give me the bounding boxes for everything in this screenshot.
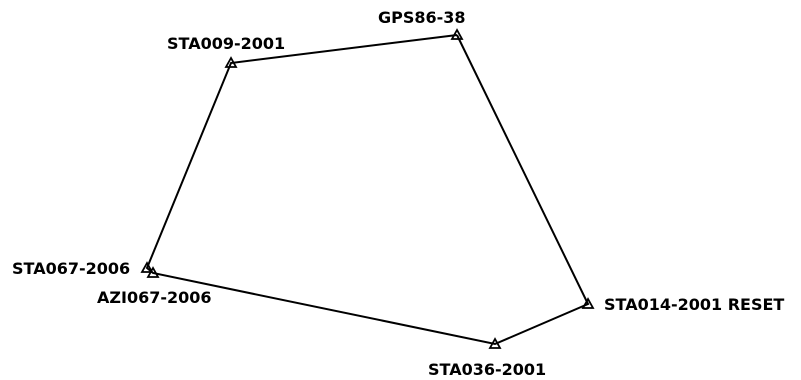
station-label-gps86-38: GPS86-38 [378,8,466,27]
station-marker-sta067-2006 [140,261,154,273]
station-marker-sta009-2001 [224,56,238,68]
traverse-lines [145,34,590,346]
station-marker-azi067-2006 [146,266,160,278]
station-label-azi067-2006: AZI067-2006 [97,288,212,307]
station-markers [140,28,595,349]
station-label-sta014-2001: STA014-2001 RESET [604,295,784,314]
station-label-sta009-2001: STA009-2001 [167,34,285,53]
station-marker-sta036-2001 [488,337,502,349]
traverse-line [145,34,590,346]
station-marker-sta014-2001 [581,297,595,309]
station-marker-gps86-38 [450,28,464,40]
station-label-sta036-2001: STA036-2001 [428,360,546,379]
station-label-sta067-2006: STA067-2006 [12,259,130,278]
